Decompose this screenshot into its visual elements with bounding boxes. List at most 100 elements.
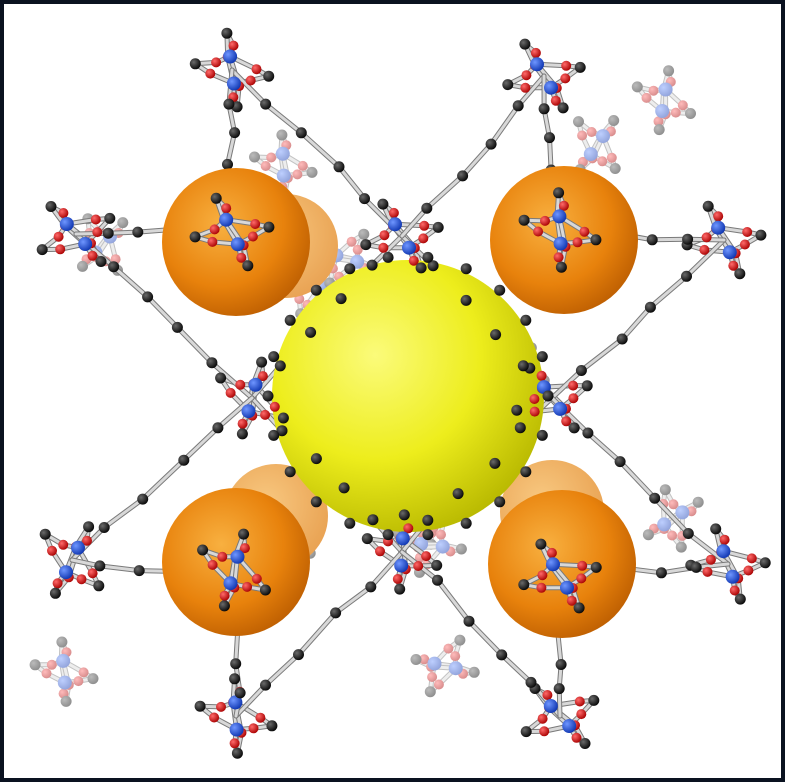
carbon-atom [682,528,694,539]
metal-atom [543,699,558,713]
carbon-atom [215,372,227,384]
carbon-atom [555,261,567,273]
carbon-atom [305,326,317,338]
oxygen-atom [742,227,753,237]
oxygen-atom [719,534,730,545]
bond [650,237,690,242]
oxygen-atom [217,551,228,562]
carbon-atom [29,659,41,671]
oxygen-atom [558,200,569,211]
oxygen-atom [729,585,740,596]
oxygen-atom [55,244,66,255]
carbon-atom [104,212,116,224]
metal-atom [78,237,93,251]
oxygen-atom [553,252,564,263]
oxygen-atom [52,578,63,589]
carbon-atom [94,560,106,572]
oxygen-atom [579,226,590,237]
carbon-atom [468,666,480,678]
carbon-atom [573,602,585,614]
oxygen-atom [211,57,222,68]
carbon-atom [335,293,347,305]
carbon-atom [659,484,671,496]
oxygen-atom [413,561,424,571]
carbon-atom [93,580,105,592]
carbon-atom [415,262,427,274]
carbon-atom [536,429,548,441]
metal-atom [275,146,290,161]
oxygen-atom [90,214,101,225]
carbon-atom [206,357,218,369]
bond [436,578,471,623]
oxygen-atom [713,211,724,222]
oxygen-atom [87,568,98,579]
metal-atom [552,209,567,224]
carbon-atom [755,229,767,241]
carbon-atom [263,221,275,233]
carbon-atom [489,457,501,469]
carbon-atom [517,360,529,372]
carbon-atom [425,538,437,550]
oxygen-atom [207,236,218,247]
metal-atom [59,217,74,231]
oxygen-atom [550,95,561,106]
carbon-atom [734,268,746,280]
oxygen-atom [47,545,57,556]
carbon-atom [231,747,243,759]
carbon-atom [236,428,248,440]
oxygen-atom [586,127,597,137]
bond [369,550,404,589]
oxygen-atom [78,667,89,678]
carbon-atom [382,529,394,541]
metal-atom [276,168,291,183]
bond [516,74,546,108]
bond [146,295,179,329]
oxygen-atom [346,236,357,247]
carbon-atom [421,202,433,214]
carbon-atom [410,654,422,665]
oxygen-atom [597,156,608,167]
oxygen-atom [292,169,303,180]
bond [210,361,254,400]
oxygen-atom [566,595,577,606]
oxygen-atom [248,723,259,734]
carbon-atom [644,301,656,313]
carbon-atom [189,231,201,243]
oxygen-atom [701,232,712,243]
metal-atom [71,540,85,555]
carbon-atom [557,102,569,114]
bond [579,337,624,372]
oxygen-atom [403,523,414,534]
front-framework-layer [189,187,602,614]
metal-atom [229,722,244,737]
carbon-atom [218,600,230,612]
carbon-atom [210,192,222,204]
carbon-atom [359,193,370,205]
oxygen-atom [239,543,250,554]
bond [400,206,429,238]
metal-atom [388,217,402,232]
carbon-atom [108,261,120,273]
carbon-atom [377,198,389,210]
carbon-atom [553,187,565,199]
carbon-atom [77,260,88,272]
bond [618,460,657,500]
carbon-atom [398,509,410,521]
carbon-atom [734,593,746,605]
oxygen-atom [255,712,266,723]
oxygen-atom [53,231,64,242]
oxygen-atom [667,530,678,541]
oxygen-atom [521,70,532,81]
bond [141,458,186,501]
carbon-atom [284,314,296,326]
oxygen-atom [87,250,98,261]
carbon-atom [221,27,233,39]
metal-atom [675,505,690,520]
oxygen-atom [228,40,239,51]
central-cage [272,260,544,532]
carbon-atom [56,636,68,648]
carbon-atom [338,482,350,494]
carbon-atom [457,170,469,182]
carbon-atom [365,581,377,593]
metal-atom [596,129,610,144]
